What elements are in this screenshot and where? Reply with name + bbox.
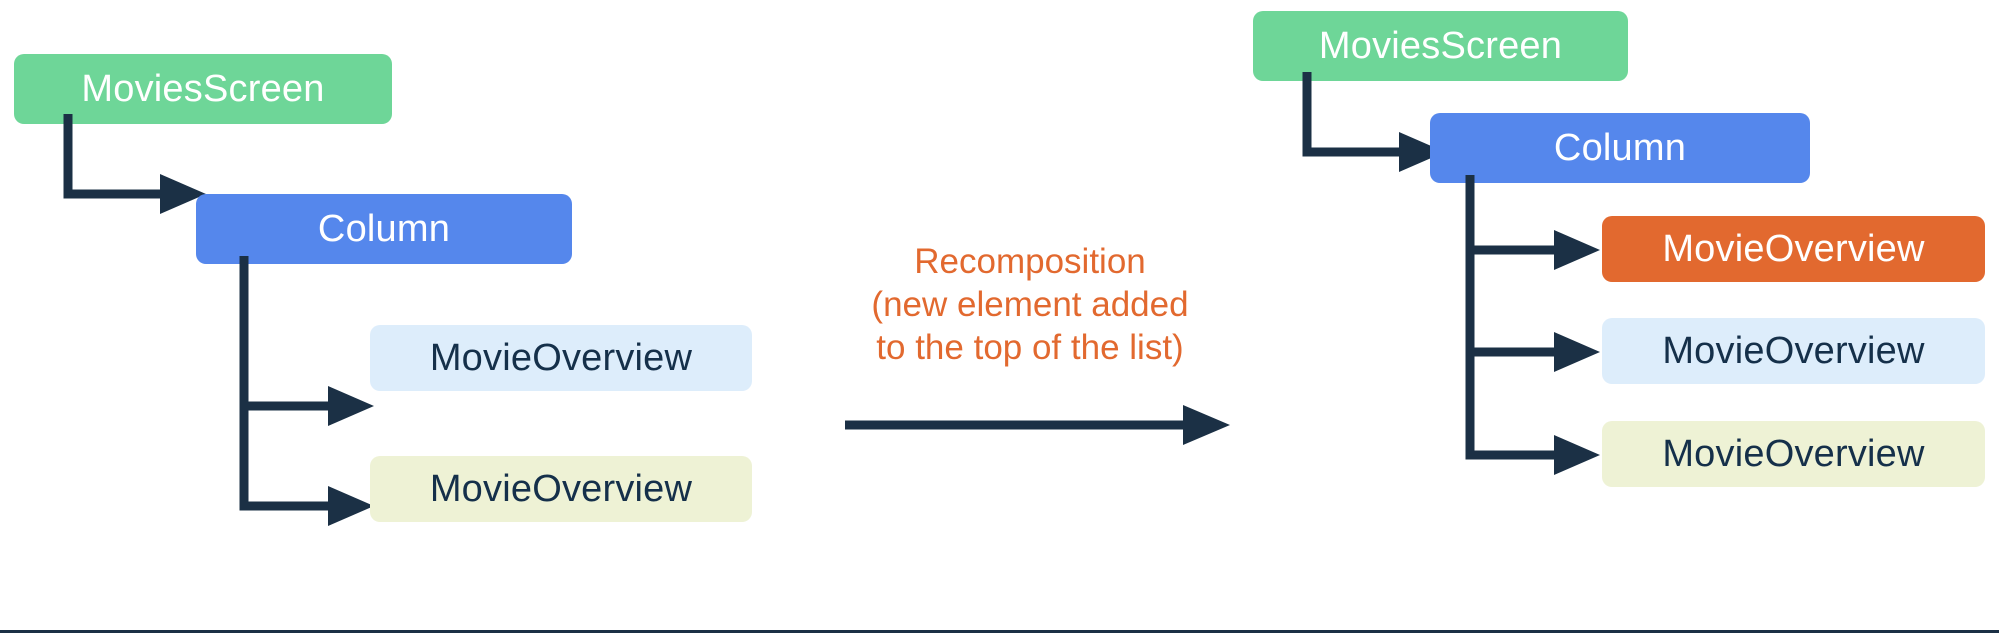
after-connector-column-to-children [1465, 175, 1600, 475]
after-node-movie-overview-1-label: MovieOverview [1662, 330, 1925, 372]
before-connector-screen-to-column [63, 114, 206, 214]
recomposition-arrow-head [1183, 405, 1230, 445]
before-node-movie-overview-2-label: MovieOverview [429, 468, 693, 510]
bottom-divider [0, 630, 1999, 633]
after-connector-child-2-line [1465, 250, 1562, 357]
after-connector-child-3-line [1465, 352, 1562, 460]
before-connector-child-1-line [239, 256, 336, 411]
before-node-column-label: Column [317, 208, 451, 250]
before-connector-screen-to-column-arrowhead [160, 174, 206, 214]
after-node-column-label: Column [1553, 127, 1687, 169]
after-connector-screen-to-column-line [1302, 72, 1407, 157]
after-node-movie-overview-1[interactable]: MovieOverview [1602, 318, 1985, 384]
recomposition-annotation: Recomposition (new element added to the … [820, 240, 1240, 369]
after-node-movies-screen[interactable]: MoviesScreen [1253, 11, 1628, 81]
before-connector-column-to-children [239, 256, 374, 526]
after-node-movie-overview-2-label: MovieOverview [1662, 433, 1925, 475]
before-node-movie-overview-1-label: MovieOverview [429, 337, 693, 379]
after-connector-screen-to-column-arrowhead [1399, 132, 1445, 172]
after-connector-child-1-arrowhead [1554, 230, 1600, 270]
before-connector-child-2-arrowhead [328, 486, 374, 526]
before-node-column[interactable]: Column [196, 194, 572, 264]
after-node-movie-overview-2[interactable]: MovieOverview [1602, 421, 1985, 487]
before-connector-child-1-arrowhead [328, 386, 374, 426]
after-node-movie-overview-new-label: MovieOverview [1662, 228, 1925, 270]
before-connector-screen-to-column-line [63, 114, 168, 199]
before-node-movie-overview-2[interactable]: MovieOverview [370, 456, 752, 522]
before-node-movies-screen[interactable]: MoviesScreen [14, 54, 392, 124]
before-connector-child-2-line [239, 406, 336, 511]
after-node-movies-screen-label: MoviesScreen [1318, 25, 1563, 67]
recomposition-arrow [845, 405, 1230, 445]
after-connector-child-1-line [1465, 175, 1562, 255]
after-connector-child-3-arrowhead [1554, 435, 1600, 475]
before-node-movie-overview-1[interactable]: MovieOverview [370, 325, 752, 391]
before-node-movies-screen-label: MoviesScreen [81, 68, 325, 110]
recomposition-annotation-line-2: (new element added [871, 285, 1189, 325]
recomposition-annotation-line-3: to the top of the list) [876, 328, 1184, 368]
after-node-column[interactable]: Column [1430, 113, 1810, 183]
after-node-movie-overview-new[interactable]: MovieOverview [1602, 216, 1985, 282]
after-connector-child-2-arrowhead [1554, 332, 1600, 372]
after-connector-screen-to-column [1302, 72, 1445, 172]
recomposition-annotation-line-1: Recomposition [914, 242, 1146, 281]
